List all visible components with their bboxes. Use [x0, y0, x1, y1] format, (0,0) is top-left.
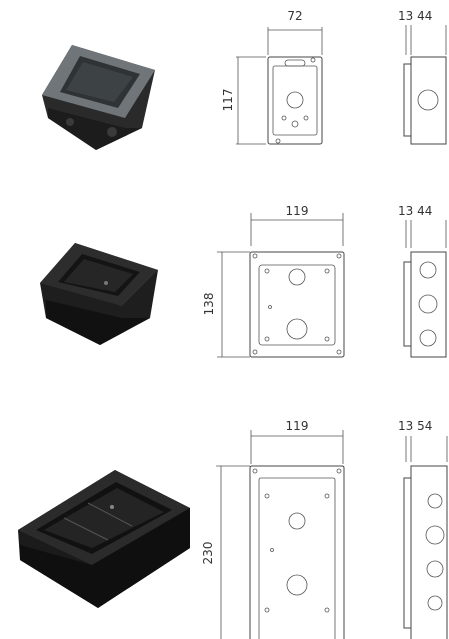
side-view-long: 13 54 [398, 419, 448, 639]
front-view-square: 119 138 [202, 204, 345, 358]
dim-height-row1: 117 [221, 89, 235, 112]
front-view-long: 119 230 [201, 419, 345, 639]
dim-depth-row3: 13 54 [398, 419, 432, 433]
dim-depth-row1: 13 44 [398, 9, 432, 23]
dim-depth-row2: 13 44 [398, 204, 432, 218]
dim-height-row2: 138 [202, 293, 216, 316]
dim-width-row1: 72 [287, 9, 302, 23]
photo-long-box [18, 470, 190, 608]
photo-single-gang-box [42, 45, 155, 150]
front-view-single: 72 117 [221, 9, 323, 145]
dim-height-row3: 230 [201, 542, 215, 565]
side-view-square: 13 44 [398, 204, 447, 358]
dim-width-row2: 119 [286, 204, 309, 218]
side-view-single: 13 44 [398, 9, 447, 145]
dim-width-row3: 119 [286, 419, 309, 433]
photo-square-box [40, 243, 158, 345]
